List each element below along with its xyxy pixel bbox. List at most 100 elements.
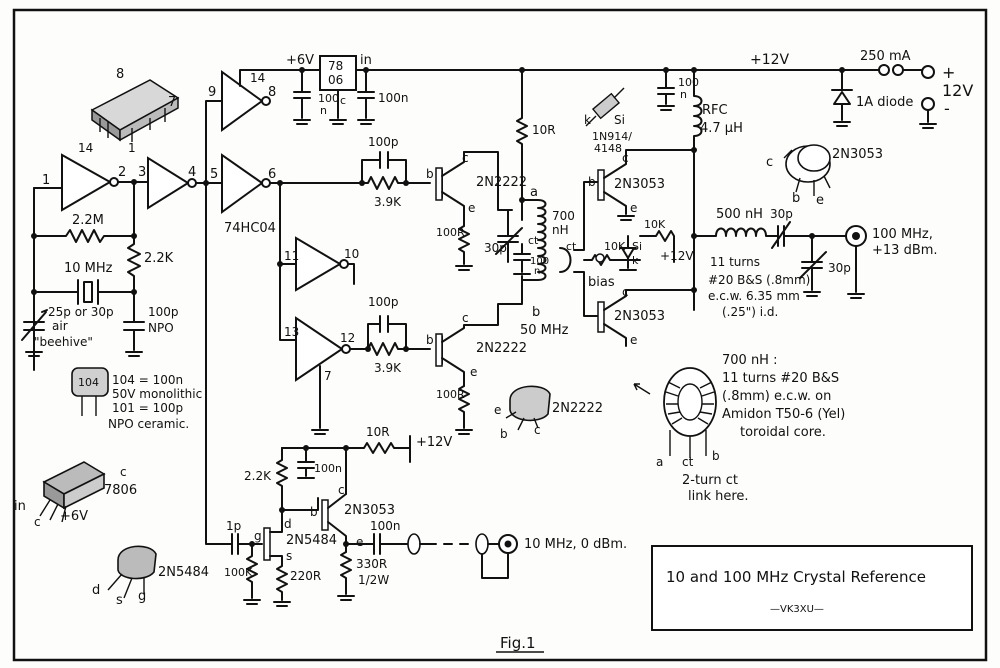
pin-2-label: 2	[118, 165, 126, 180]
transistor-q4-2n2222	[435, 324, 483, 387]
transformer-700-label: 700	[552, 209, 575, 223]
cap-100n-5-label: 100n	[370, 519, 401, 533]
diode-1a-label: 1A diode	[856, 95, 913, 110]
resistor-2k2-2-label: 2.2K	[244, 469, 272, 483]
minus-sign-label: -	[944, 99, 950, 118]
toroid-turns-label: 11 turns #20 B&S	[722, 371, 839, 386]
q2-collector-label: c	[622, 151, 629, 165]
coil-wire-label: #20 B&S (.8mm)	[708, 273, 810, 287]
q2-emitter-label: e	[630, 201, 637, 215]
transformer-b-label: b	[532, 305, 540, 320]
transistor-2n2222-package	[505, 385, 551, 431]
pin-7-label: 7	[324, 369, 332, 383]
legend-capacitor-drawing	[71, 367, 109, 416]
trimmer-beehive-label: "beehive"	[34, 335, 93, 349]
cap-npo-label: NPO	[148, 321, 174, 335]
resistor-3k9-1-label: 3.9K	[374, 195, 402, 209]
diode-4148-label: 4148	[594, 142, 622, 155]
resistor-2k2-label: 2.2K	[144, 251, 174, 266]
resistor-330r-label: 330R	[356, 557, 387, 571]
pin-4-label: 4	[188, 165, 196, 180]
toroid-700nh-label: 700 nH :	[722, 353, 777, 368]
figure-label: Fig.1	[500, 634, 536, 652]
fet-name-label: 2N5484	[286, 533, 337, 548]
ic-pin-14-label: 14	[78, 141, 93, 155]
pkg-2n2222-e-label: e	[494, 403, 501, 417]
out-10mhz-label: 10 MHz, 0 dBm.	[524, 537, 627, 552]
regulator-pkg-c-label: c	[120, 465, 127, 479]
diode-k-label: k	[584, 113, 591, 127]
q4-collector-label: c	[462, 311, 469, 325]
transistor-q3-2n3053	[597, 289, 695, 347]
coil-ecw-label: e.c.w. 6.35 mm	[708, 289, 800, 303]
fet-source-label: s	[286, 549, 292, 563]
resistor-half-w-label: 1/2W	[358, 573, 389, 587]
inductor-500nh-label: 500 nH	[716, 207, 763, 222]
author-label: —VK3XU—	[770, 604, 824, 615]
legend-npo-ceramic-label: NPO ceramic.	[108, 417, 189, 431]
pin-11-label: 11	[284, 249, 299, 263]
pkg-2n3053-c-label: c	[766, 155, 773, 170]
diode-si-2-label: Si	[632, 240, 642, 253]
inverter-u5	[295, 236, 349, 292]
transistor-2n3053-package	[783, 144, 831, 196]
q1-emitter-label: e	[468, 201, 475, 215]
toroid-link-1-label: 2-turn ct	[682, 473, 738, 488]
pin-6-label: 6	[268, 167, 276, 182]
pkg-2n3053-e-label: e	[816, 193, 824, 208]
q1-name-label: 2N2222	[476, 175, 527, 190]
cap-100n-4-label: 100n	[314, 462, 342, 475]
resistor-10r-2-label: 10R	[366, 425, 390, 439]
q4-emitter-label: e	[470, 365, 477, 379]
crystal-label: 10 MHz	[64, 261, 113, 276]
cap-100n-2-label: 100n	[378, 91, 409, 105]
fet-gate-label: g	[254, 529, 262, 543]
regulator-c-label: c	[340, 94, 346, 107]
q5-base-label: b	[310, 505, 318, 519]
rfc-label: RFC	[702, 103, 728, 118]
cap-100n-3b-label: n	[680, 88, 687, 101]
diode-k-2-label: k	[632, 254, 639, 267]
q5-name-label: 2N3053	[344, 503, 395, 518]
regulator-pkg-name-label: 7806	[104, 483, 137, 498]
pkg-2n2222-b-label: b	[500, 427, 508, 441]
title-block	[651, 545, 973, 631]
cap-100n-1b-label: n	[320, 104, 327, 117]
resistor-2m2-label: 2.2M	[72, 213, 104, 228]
regulator-pkg-c2-label: c	[34, 515, 41, 529]
rfc-value-label: 4.7 μH	[700, 121, 743, 136]
pin-10-label: 10	[344, 247, 359, 261]
title-label: 10 and 100 MHz Crystal Reference	[666, 568, 926, 586]
toroid-core-label: Amidon T50-6 (Yel)	[722, 407, 845, 422]
pkg-2n2222-c-label: c	[534, 423, 541, 437]
out-100mhz-label: 100 MHz,	[872, 227, 933, 242]
q2-base-label: b	[588, 175, 596, 189]
fet-drain-label: d	[284, 517, 292, 531]
pin-12-label: 12	[340, 331, 355, 345]
pkg-2n5484-s-label: s	[116, 593, 123, 608]
pkg-2n5484-name-label: 2N5484	[158, 565, 209, 580]
resistor-10k-2-label: 10K	[644, 218, 666, 231]
cap-30p-2-label: 30p	[770, 207, 793, 221]
pkg-2n3053-name-label: 2N3053	[832, 147, 883, 162]
trimmer-cap-label: 25p or 30p	[48, 305, 114, 319]
q4-base-label: b	[426, 333, 434, 347]
power-terminal-minus	[921, 97, 935, 111]
transistor-q1-2n2222	[435, 151, 465, 227]
inverter-u4	[221, 153, 271, 214]
coil-id-label: (.25") i.d.	[722, 305, 778, 319]
toroid-drawing	[663, 367, 717, 458]
transformer-ct-label: ct	[528, 234, 539, 247]
plus-12v-bias-label: +12V	[660, 249, 694, 263]
toroid-a-label: a	[656, 455, 663, 469]
regulator-package-drawing	[39, 461, 106, 523]
inverter-u6	[295, 316, 351, 382]
pin-5-label: 5	[210, 167, 218, 182]
out-13dbm-label: +13 dBm.	[872, 243, 938, 258]
cap-100p-1-label: 100p	[368, 135, 399, 149]
cap-100-2-label: 100	[530, 256, 549, 267]
inverter-u1	[61, 153, 119, 212]
transformer-nh-label: nH	[552, 223, 569, 237]
